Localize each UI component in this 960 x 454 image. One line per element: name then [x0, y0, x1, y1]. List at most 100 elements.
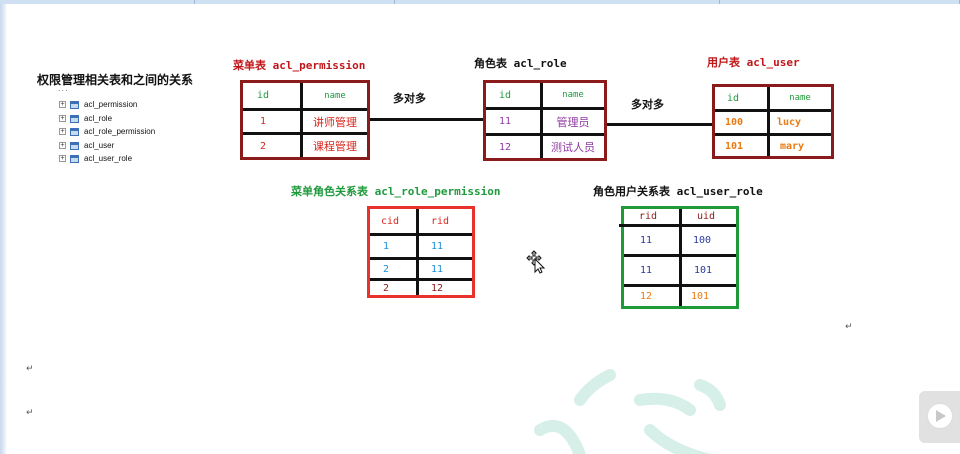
user-role-table-caption: 角色用户关系表 acl_user_role — [593, 185, 763, 198]
table-row: 1 讲师管理 — [243, 111, 367, 132]
header-cell: uid — [696, 211, 716, 222]
rid-cell: 11 — [639, 235, 653, 246]
rid-cell: 11 — [430, 241, 444, 252]
cid-cell: 2 — [382, 263, 390, 275]
tab-segment — [720, 0, 960, 4]
user-table-caption: 用户表 acl_user — [707, 56, 800, 69]
table-divider — [243, 108, 367, 111]
table-icon — [70, 154, 79, 163]
expand-plus-icon[interactable]: + — [59, 101, 66, 108]
id-cell: 101 — [724, 140, 744, 152]
table-header-row: rid uid — [624, 209, 736, 224]
table-row: 2 12 — [370, 281, 472, 295]
header-cell: cid — [380, 215, 400, 227]
id-cell: 2 — [259, 140, 267, 152]
table-divider — [243, 132, 367, 135]
header-cell: id — [726, 92, 740, 104]
rid-cell: 11 — [430, 263, 444, 275]
cid-cell: 1 — [382, 241, 390, 252]
tree-item-label: acl_user_role — [84, 154, 133, 163]
table-row: 2 11 — [370, 259, 472, 279]
video-play-button[interactable] — [919, 391, 960, 443]
relation-label: 多对多 — [631, 98, 664, 111]
permission-table-caption: 菜单表 acl_permission — [233, 59, 366, 72]
table-divider — [486, 133, 604, 136]
uid-cell: 101 — [690, 291, 710, 302]
table-header-row: id name — [486, 83, 604, 107]
table-row: 12 101 — [624, 287, 736, 306]
uid-cell: 101 — [693, 265, 713, 276]
table-row: 100 lucy — [715, 112, 831, 133]
role-table-caption: 角色表 acl_role — [474, 57, 567, 70]
window-top-strip — [0, 0, 960, 4]
id-cell: 100 — [724, 117, 744, 128]
table-header-row: cid rid — [370, 209, 472, 233]
tab-segment — [0, 0, 195, 4]
rid-cell: 11 — [639, 265, 653, 276]
paragraph-mark-icon: ↵ — [26, 408, 34, 418]
header-cell: name — [324, 90, 346, 101]
cid-cell: 2 — [382, 282, 390, 294]
header-cell: rid — [638, 211, 658, 222]
header-cell: name — [562, 90, 584, 100]
table-icon — [70, 100, 79, 109]
expand-plus-icon[interactable]: + — [59, 155, 66, 162]
paragraph-mark-icon: ↵ — [26, 364, 34, 374]
document-left-edge — [0, 4, 7, 454]
table-divider — [619, 224, 736, 227]
tree-title: 权限管理相关表和之间的关系 — [37, 73, 194, 87]
table-divider — [679, 209, 682, 306]
table-divider — [624, 254, 736, 257]
tab-segment — [195, 0, 395, 4]
tree-item-label: acl_permission — [84, 100, 138, 109]
table-row: 11 100 — [624, 227, 736, 254]
tree-item-acl-role[interactable]: + acl_role — [59, 112, 112, 125]
rid-cell: 12 — [639, 291, 653, 302]
table-row: 11 管理员 — [486, 110, 604, 133]
expand-plus-icon[interactable]: + — [59, 128, 66, 135]
user-role-table: rid uid 11 100 11 101 12 101 — [619, 206, 739, 309]
role-permission-table-caption: 菜单角色关系表 acl_role_permission — [291, 185, 501, 198]
relation-connector — [607, 123, 713, 126]
tree-item-acl-permission[interactable]: + acl_permission — [59, 98, 137, 111]
relation-label: 多对多 — [393, 92, 426, 105]
name-cell: 讲师管理 — [313, 115, 357, 129]
table-divider — [370, 257, 472, 260]
paragraph-mark-icon: ↵ — [845, 322, 853, 332]
id-cell: 1 — [259, 116, 267, 127]
name-cell: 测试人员 — [551, 141, 595, 154]
play-icon — [936, 410, 946, 422]
tree-item-acl-user[interactable]: + acl_user — [59, 139, 114, 152]
name-cell: 课程管理 — [313, 140, 357, 153]
watermark-icon — [534, 369, 726, 454]
table-header-row: id name — [243, 83, 367, 108]
header-cell: id — [498, 89, 512, 101]
permission-table: id name 1 讲师管理 2 课程管理 — [240, 80, 370, 160]
header-cell: name — [789, 93, 811, 103]
table-divider — [416, 209, 419, 295]
role-permission-table: cid rid 1 11 2 11 2 12 — [367, 206, 475, 298]
table-row: 101 mary — [715, 136, 831, 156]
table-row: 12 测试人员 — [486, 136, 604, 158]
expand-plus-icon[interactable]: + — [59, 142, 66, 149]
user-table: id name 100 lucy 101 mary — [712, 84, 834, 159]
tree-item-acl-role-permission[interactable]: + acl_role_permission — [59, 125, 155, 138]
role-table: id name 11 管理员 12 测试人员 — [483, 80, 607, 161]
tree-item-label: acl_role_permission — [84, 127, 156, 136]
tree-item-acl-user-role[interactable]: + acl_user_role — [59, 152, 132, 165]
tab-segment — [395, 0, 720, 4]
expand-plus-icon[interactable]: + — [59, 115, 66, 122]
rid-cell: 12 — [430, 282, 444, 294]
name-cell: lucy — [776, 117, 802, 128]
table-icon — [70, 141, 79, 150]
table-icon — [70, 114, 79, 123]
table-divider — [370, 278, 472, 281]
header-cell: rid — [430, 215, 450, 227]
table-row: 11 101 — [624, 257, 736, 284]
table-row: 1 11 — [370, 236, 472, 257]
table-divider — [715, 133, 831, 136]
header-cell: id — [256, 90, 270, 101]
name-cell: 管理员 — [556, 115, 590, 129]
table-divider — [370, 233, 472, 236]
uid-cell: 100 — [692, 235, 712, 246]
